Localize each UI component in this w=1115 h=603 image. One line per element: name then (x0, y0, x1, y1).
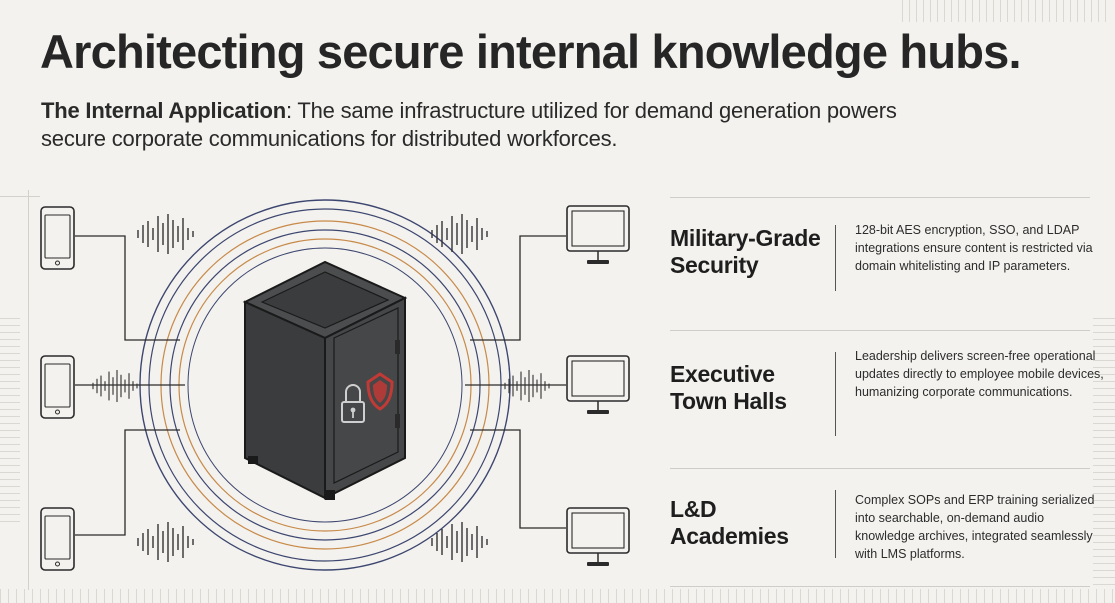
audio-wave-icon (431, 521, 488, 563)
subtitle-text: : The same infrastructure utilized for d… (41, 98, 897, 151)
feature-title: L&D Academies (670, 496, 840, 550)
smartphone-icon (40, 507, 75, 571)
smartphone-icon (40, 355, 75, 419)
feature-separator (835, 352, 836, 436)
audio-wave-icon (92, 369, 138, 403)
feature-ld-academies: L&D Academies Complex SOPs and ERP train… (670, 468, 1110, 590)
shield-icon (366, 372, 394, 411)
monitor-icon (566, 205, 630, 265)
page-subtitle: The Internal Application: The same infra… (41, 97, 941, 153)
audio-wave-icon (504, 369, 550, 403)
frame-line-left (28, 190, 29, 590)
monitor-icon (566, 355, 630, 415)
audio-wave-icon (137, 213, 194, 255)
safe-icon (242, 260, 408, 500)
feature-title-line: Town Halls (670, 388, 787, 414)
feature-title: Military-Grade Security (670, 225, 840, 279)
padlock-icon (341, 384, 365, 423)
feature-divider (670, 330, 1090, 331)
feature-separator (835, 490, 836, 558)
feature-title-line: Security (670, 252, 759, 278)
feature-title-line: L&D (670, 496, 717, 522)
feature-divider (670, 468, 1090, 469)
decorative-hatch-top-right (902, 0, 1107, 22)
frame-line-top-left (0, 196, 40, 197)
connector-lines-left (75, 235, 185, 536)
feature-divider (670, 586, 1090, 587)
feature-separator (835, 225, 836, 291)
feature-title-line: Military-Grade (670, 225, 821, 251)
monitor-icon (566, 507, 630, 567)
feature-description: 128-bit AES encryption, SSO, and LDAP in… (855, 223, 1093, 273)
feature-description: Complex SOPs and ERP training serialized… (855, 493, 1095, 561)
decorative-hatch-bottom (0, 589, 1115, 603)
feature-title: Executive Town Halls (670, 361, 840, 415)
smartphone-icon (40, 206, 75, 270)
feature-title-line: Academies (670, 523, 789, 549)
decorative-hatch-left (0, 318, 20, 523)
audio-wave-icon (137, 521, 194, 563)
subtitle-emphasis: The Internal Application (41, 98, 286, 123)
feature-executive-town-halls: Executive Town Halls Leadership delivers… (670, 330, 1110, 470)
audio-wave-icon (431, 213, 488, 255)
secure-hub-diagram (40, 199, 630, 571)
feature-title-line: Executive (670, 361, 775, 387)
feature-description: Leadership delivers screen-free operatio… (855, 349, 1104, 399)
decorative-hatch-right (1093, 318, 1115, 588)
feature-divider (670, 197, 1090, 198)
page-title: Architecting secure internal knowledge h… (40, 25, 1022, 78)
feature-military-grade-security: Military-Grade Security 128-bit AES encr… (670, 197, 1110, 332)
